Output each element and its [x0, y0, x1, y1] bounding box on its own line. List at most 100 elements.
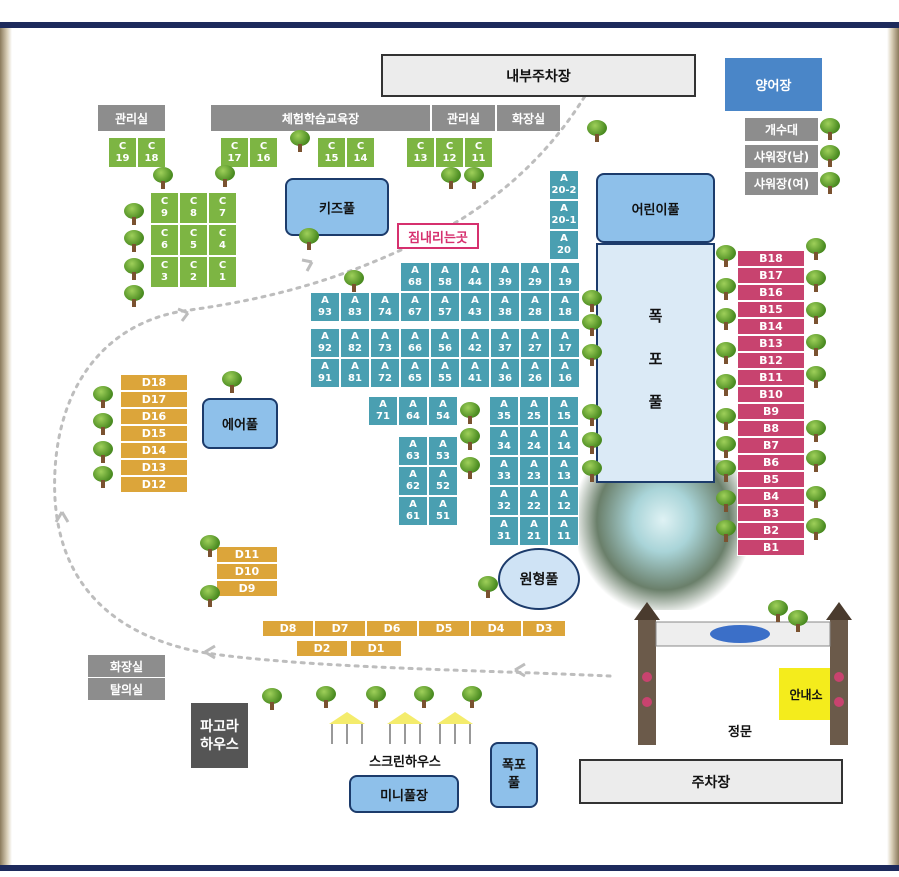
- site-a-33[interactable]: A 36: [490, 358, 520, 388]
- site-a-56[interactable]: A 12: [549, 486, 579, 516]
- site-a-31[interactable]: A 55: [430, 358, 460, 388]
- site-a-3[interactable]: A 68: [400, 262, 430, 292]
- site-a-11[interactable]: A 74: [370, 292, 400, 322]
- site-b-17[interactable]: B1: [737, 539, 805, 556]
- site-b-8[interactable]: B10: [737, 386, 805, 403]
- sink[interactable]: 개수대: [745, 118, 818, 141]
- site-b-10[interactable]: B8: [737, 420, 805, 437]
- site-a-17[interactable]: A 18: [550, 292, 580, 322]
- site-d-14[interactable]: D4: [470, 620, 522, 637]
- site-c-3[interactable]: C 16: [249, 137, 278, 168]
- site-b-12[interactable]: B6: [737, 454, 805, 471]
- site-d-3[interactable]: D15: [120, 425, 188, 442]
- site-a-14[interactable]: A 43: [460, 292, 490, 322]
- site-c-10[interactable]: C 8: [179, 192, 208, 224]
- toilet-top[interactable]: 화장실: [497, 105, 560, 131]
- children-pool[interactable]: 어린이풀: [596, 173, 715, 243]
- site-a-24[interactable]: A 37: [490, 328, 520, 358]
- site-d-15[interactable]: D3: [522, 620, 566, 637]
- site-d-12[interactable]: D6: [366, 620, 418, 637]
- site-d-6[interactable]: D12: [120, 476, 188, 493]
- site-b-15[interactable]: B3: [737, 505, 805, 522]
- site-a-55[interactable]: A 22: [519, 486, 549, 516]
- site-d-2[interactable]: D16: [120, 408, 188, 425]
- waterfall-pool[interactable]: 폭 포 풀: [596, 243, 715, 483]
- site-a-30[interactable]: A 65: [400, 358, 430, 388]
- site-d-10[interactable]: D8: [262, 620, 314, 637]
- site-a-18[interactable]: A 92: [310, 328, 340, 358]
- site-b-1[interactable]: B17: [737, 267, 805, 284]
- site-b-13[interactable]: B5: [737, 471, 805, 488]
- site-d-17[interactable]: D1: [350, 640, 402, 657]
- site-b-11[interactable]: B7: [737, 437, 805, 454]
- site-a-58[interactable]: A 21: [519, 516, 549, 546]
- site-a-26[interactable]: A 17: [550, 328, 580, 358]
- site-a-32[interactable]: A 41: [460, 358, 490, 388]
- site-c-5[interactable]: C 14: [346, 137, 375, 168]
- site-a-46[interactable]: A 14: [549, 426, 579, 456]
- site-a-49[interactable]: A 33: [489, 456, 519, 486]
- toilet-bottom[interactable]: 화장실: [88, 655, 165, 677]
- site-a-44[interactable]: A 34: [489, 426, 519, 456]
- site-a-36[interactable]: A 71: [368, 396, 398, 426]
- site-a-8[interactable]: A 19: [550, 262, 580, 292]
- site-a-48[interactable]: A 52: [428, 466, 458, 496]
- office-left[interactable]: 관리실: [98, 105, 165, 131]
- site-a-45[interactable]: A 24: [519, 426, 549, 456]
- mini-pool[interactable]: 미니풀장: [349, 775, 459, 813]
- site-c-14[interactable]: C 4: [208, 224, 237, 256]
- site-c-4[interactable]: C 15: [317, 137, 346, 168]
- site-a-1[interactable]: A 20-1: [549, 200, 579, 230]
- site-c-12[interactable]: C 6: [150, 224, 179, 256]
- site-b-16[interactable]: B2: [737, 522, 805, 539]
- dressing-room[interactable]: 탈의실: [88, 678, 165, 700]
- site-a-9[interactable]: A 93: [310, 292, 340, 322]
- site-a-10[interactable]: A 83: [340, 292, 370, 322]
- fish-farm[interactable]: 양어장: [725, 58, 822, 111]
- site-a-41[interactable]: A 15: [549, 396, 579, 426]
- site-a-59[interactable]: A 11: [549, 516, 579, 546]
- round-pool[interactable]: 원형풀: [498, 548, 580, 610]
- site-c-17[interactable]: C 1: [208, 256, 237, 288]
- site-b-14[interactable]: B4: [737, 488, 805, 505]
- site-a-34[interactable]: A 26: [520, 358, 550, 388]
- site-c-8[interactable]: C 11: [464, 137, 493, 168]
- site-a-15[interactable]: A 38: [490, 292, 520, 322]
- site-a-54[interactable]: A 32: [489, 486, 519, 516]
- site-c-13[interactable]: C 5: [179, 224, 208, 256]
- site-a-52[interactable]: A 61: [398, 496, 428, 526]
- site-a-22[interactable]: A 56: [430, 328, 460, 358]
- site-d-4[interactable]: D14: [120, 442, 188, 459]
- site-b-2[interactable]: B16: [737, 284, 805, 301]
- site-a-43[interactable]: A 53: [428, 436, 458, 466]
- site-a-13[interactable]: A 57: [430, 292, 460, 322]
- site-a-4[interactable]: A 58: [430, 262, 460, 292]
- site-a-25[interactable]: A 27: [520, 328, 550, 358]
- site-a-20[interactable]: A 73: [370, 328, 400, 358]
- site-d-5[interactable]: D13: [120, 459, 188, 476]
- site-d-16[interactable]: D2: [296, 640, 348, 657]
- site-a-16[interactable]: A 28: [520, 292, 550, 322]
- site-b-4[interactable]: B14: [737, 318, 805, 335]
- site-a-7[interactable]: A 29: [520, 262, 550, 292]
- site-c-16[interactable]: C 2: [179, 256, 208, 288]
- site-a-47[interactable]: A 62: [398, 466, 428, 496]
- small-waterfall-pool[interactable]: 폭포 풀: [490, 742, 538, 808]
- site-b-7[interactable]: B11: [737, 369, 805, 386]
- site-a-37[interactable]: A 64: [398, 396, 428, 426]
- site-a-21[interactable]: A 66: [400, 328, 430, 358]
- site-d-11[interactable]: D7: [314, 620, 366, 637]
- site-a-19[interactable]: A 82: [340, 328, 370, 358]
- site-d-8[interactable]: D10: [216, 563, 278, 580]
- inner-parking[interactable]: 내부주차장: [381, 54, 696, 97]
- site-b-5[interactable]: B13: [737, 335, 805, 352]
- site-c-11[interactable]: C 7: [208, 192, 237, 224]
- site-a-6[interactable]: A 39: [490, 262, 520, 292]
- site-b-3[interactable]: B15: [737, 301, 805, 318]
- site-a-12[interactable]: A 67: [400, 292, 430, 322]
- site-a-53[interactable]: A 51: [428, 496, 458, 526]
- parking-lot[interactable]: 주차장: [579, 759, 843, 804]
- site-a-5[interactable]: A 44: [460, 262, 490, 292]
- pergola-house[interactable]: 파고라 하우스: [191, 703, 248, 768]
- site-a-39[interactable]: A 35: [489, 396, 519, 426]
